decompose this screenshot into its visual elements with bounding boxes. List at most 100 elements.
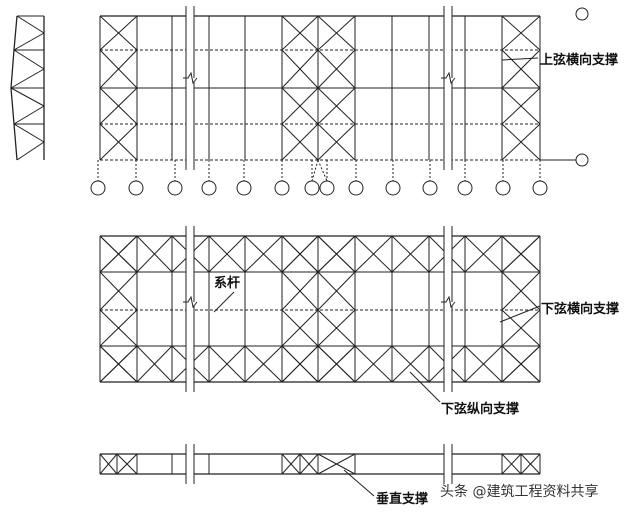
top-x-bay3-diag-b <box>501 15 541 51</box>
leader-top-chord <box>501 57 539 61</box>
top-x-bay0-diag-b <box>99 49 138 89</box>
bot-break-0 <box>183 295 198 309</box>
leader-bottom-longitudinal <box>409 371 441 403</box>
bot-gap-1-blank <box>444 226 452 392</box>
side-web-b0 <box>13 32 45 51</box>
bot-long-x-3-1-diag-b <box>208 345 246 383</box>
bot-x-bay0-diag-b <box>99 271 138 311</box>
strip-x-2-diag-b <box>281 453 301 475</box>
bot-x-bay3-diag-b <box>501 309 541 347</box>
bot-long-x-7-1-diag-b <box>354 345 393 383</box>
bot-long-x-1-1-diag-b <box>136 345 173 383</box>
leader-bottom-transverse <box>499 305 541 323</box>
top-x-bay2-diag-b <box>317 15 356 51</box>
column-circle-2 <box>167 180 183 196</box>
column-circle-10 <box>422 180 438 196</box>
bot-long-x-0-0-diag-b <box>99 235 138 273</box>
label-vertical-bracing: 垂直支撑 <box>376 491 428 507</box>
strip-x-0-diag-b <box>99 453 118 475</box>
strip-x-5-diag-b <box>501 453 522 475</box>
strip-x-1-diag-b <box>116 453 138 475</box>
strip-gap-0-blank <box>186 444 194 484</box>
bot-long-x-6-0-diag-b <box>317 235 356 273</box>
bot-long-x-7-0-diag-b <box>354 235 393 273</box>
strip-gap-1-blank <box>444 444 452 484</box>
bot-long-x-1-0-diag-b <box>136 235 173 273</box>
top-x-bay1-diag-b <box>281 15 319 51</box>
bot-gap-0-blank <box>186 226 194 392</box>
top-gap-1-blank <box>444 6 452 170</box>
top-x-bay1-diag-b <box>281 123 319 161</box>
column-circle-6 <box>304 180 320 196</box>
side-web-a3 <box>13 123 45 143</box>
top-x-bay3-diag-b <box>501 87 541 125</box>
watermark: 头条 @建筑工程资料共享 <box>440 483 598 500</box>
side-web-b1 <box>10 68 45 89</box>
column-circle-5 <box>274 180 290 196</box>
axis-circle-a <box>575 7 589 21</box>
column-circle-13 <box>532 180 548 196</box>
strip-x-4-diag-b <box>317 453 356 475</box>
column-circle-7 <box>319 180 335 196</box>
column-circle-12 <box>495 180 511 196</box>
column-circle-0 <box>90 180 106 196</box>
top-x-bay2-diag-b <box>317 87 356 125</box>
column-circle-1 <box>128 180 144 196</box>
label-leaders <box>213 57 541 497</box>
bot-x-bay3-diag-b <box>501 271 541 311</box>
top-x-bay3-diag-b <box>501 123 541 161</box>
column-split-a <box>311 159 319 182</box>
column-split-b <box>317 159 328 182</box>
bot-long-x-4-1-diag-b <box>244 345 283 383</box>
side-web-b2 <box>13 105 45 125</box>
top-x-bay1-diag-b <box>281 87 319 125</box>
top-x-bay1-diag-b <box>281 49 319 89</box>
bot-long-x-8-0-diag-b <box>391 235 430 273</box>
top-x-bay3-diag-b <box>501 49 541 89</box>
top-x-bay2-diag-b <box>317 123 356 161</box>
vertical-bracing-strip <box>99 444 541 484</box>
bot-x-bay2-diag-b <box>317 309 356 347</box>
strip-x-3-diag-b <box>299 453 319 475</box>
top-break-1 <box>441 71 456 85</box>
bot-long-x-5-0-diag-b <box>281 235 319 273</box>
axis-circle-b <box>575 153 589 167</box>
side-web-a1 <box>13 49 45 70</box>
bot-long-x-4-0-diag-b <box>244 235 283 273</box>
truss-side-view <box>10 15 45 161</box>
bot-long-x-10-0-diag-b <box>464 235 503 273</box>
top-x-bay2-diag-b <box>317 49 356 89</box>
bot-x-bay1-diag-b <box>281 271 319 311</box>
top-gap-0-blank <box>186 6 194 170</box>
bot-long-x-8-1-diag-b <box>391 345 430 383</box>
leader-tie-rod <box>213 291 235 313</box>
column-circle-11 <box>457 180 473 196</box>
bot-long-x-0-1-diag-b <box>99 345 138 383</box>
bot-x-bay0-diag-b <box>99 309 138 347</box>
side-web-a2 <box>10 87 45 107</box>
top-chord-plan <box>99 6 589 170</box>
bot-long-x-10-1-diag-b <box>464 345 503 383</box>
bottom-chord-plan <box>99 226 541 392</box>
side-web-b3 <box>16 141 45 161</box>
label-top-chord-transverse: 上弦横向支撑 <box>540 52 618 68</box>
column-circle-3 <box>201 180 217 196</box>
bot-break-1 <box>441 295 456 309</box>
leader-vertical <box>343 469 375 497</box>
bot-long-x-11-0-diag-b <box>501 235 541 273</box>
top-x-bay0-diag-b <box>99 15 138 51</box>
bot-long-x-6-1-diag-b <box>317 345 356 383</box>
column-circle-4 <box>236 180 252 196</box>
column-circle-8 <box>348 180 364 196</box>
side-web-a0 <box>16 15 45 34</box>
bot-x-bay1-diag-b <box>281 309 319 347</box>
bot-x-bay2-diag-b <box>317 271 356 311</box>
strip-x-6-diag-b <box>520 453 541 475</box>
bot-long-x-11-1-diag-b <box>501 345 541 383</box>
column-circle-9 <box>385 180 401 196</box>
label-bottom-chord-transverse: 下弦横向支撑 <box>541 301 619 317</box>
top-break-0 <box>183 71 198 85</box>
top-x-bay0-diag-b <box>99 123 138 161</box>
label-tie-rod: 系杆 <box>214 275 240 291</box>
